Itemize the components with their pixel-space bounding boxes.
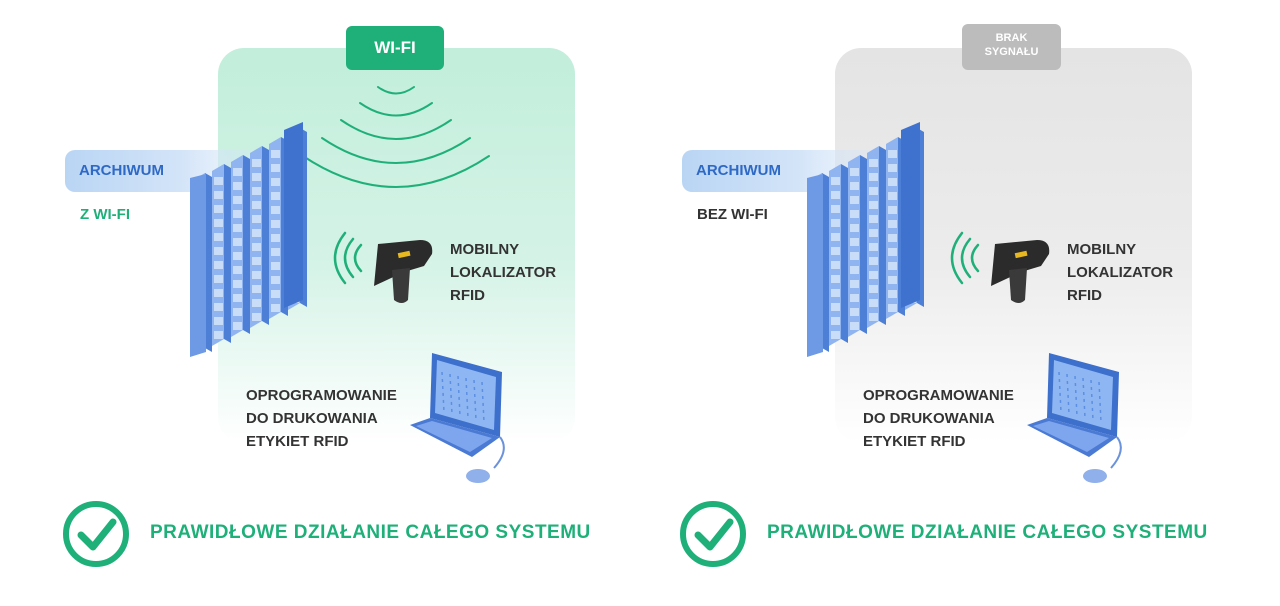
panel-without-wifi: BRAK SYGNAŁU ARCHIWUM BEZ WI-FI MOBILNY …: [617, 0, 1257, 606]
checkmark-circle-icon: [617, 0, 1257, 606]
checkmark-circle-icon: [0, 0, 640, 606]
status-text: PRAWIDŁOWE DZIAŁANIE CAŁEGO SYSTEMU: [767, 522, 1208, 544]
status-text: PRAWIDŁOWE DZIAŁANIE CAŁEGO SYSTEMU: [150, 522, 591, 544]
panel-with-wifi: WI-FI ARCHIWUM Z WI-FI MOBILNY LOKALIZAT…: [0, 0, 640, 606]
